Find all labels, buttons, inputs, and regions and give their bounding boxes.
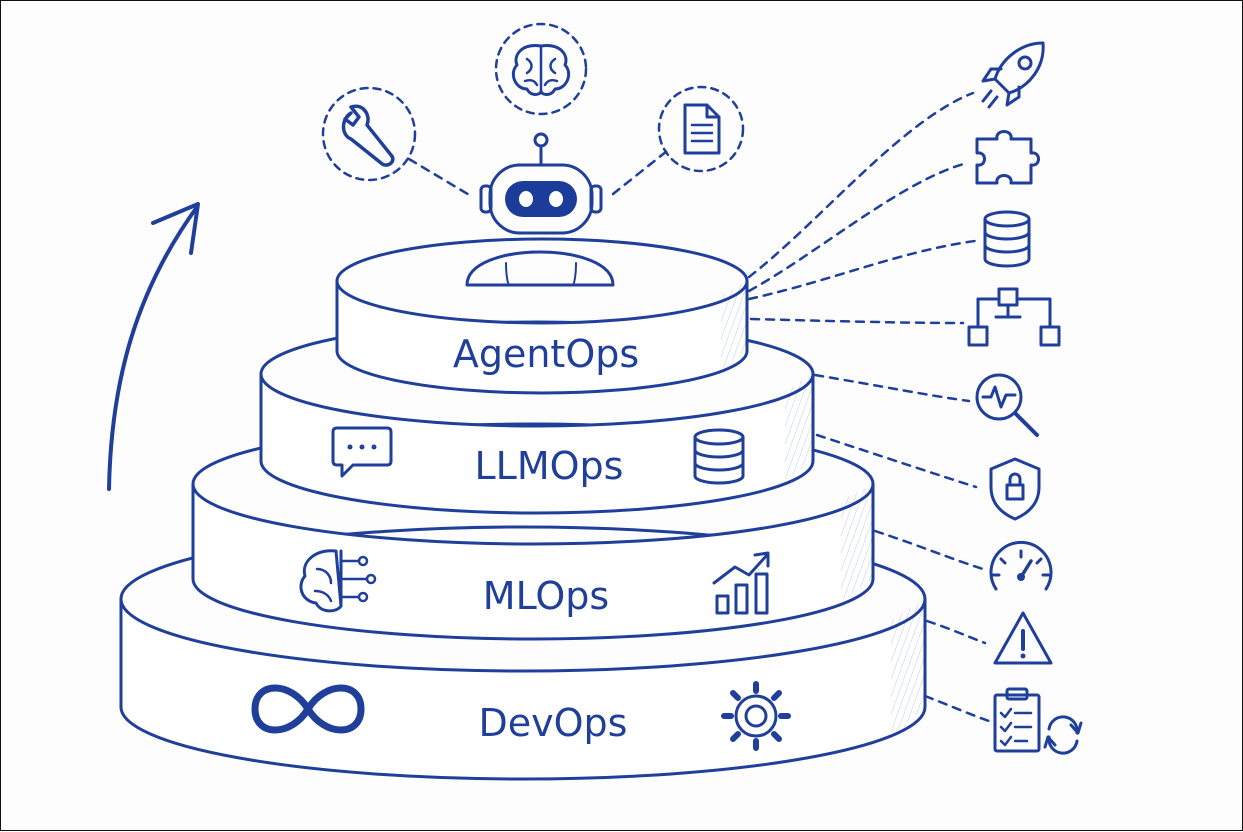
- database-icon: [983, 210, 1031, 268]
- document-icon: [657, 85, 745, 173]
- infinity-icon: [251, 684, 365, 734]
- robot-icon: [465, 132, 615, 287]
- security-shield-icon: [989, 457, 1041, 521]
- agentops-layer: AgentOps: [335, 237, 749, 395]
- mlops-layer: MLOps: [191, 422, 875, 641]
- gauge-icon: [989, 540, 1053, 591]
- growth-arrow-icon: [107, 202, 200, 491]
- growth-chart-icon: [712, 551, 770, 615]
- agent-connectors: [407, 149, 669, 198]
- llmops-layer: LLMOps: [259, 320, 815, 515]
- mlops-label: MLOps: [483, 574, 609, 618]
- hierarchy-icon: [967, 287, 1061, 347]
- chat-bubble-icon: [331, 426, 393, 478]
- wrench-icon: [321, 86, 417, 182]
- warning-icon: [993, 611, 1053, 665]
- brain-circuit-icon: [299, 549, 377, 613]
- llmops-label: LLMOps: [475, 444, 624, 488]
- database-icon: [693, 428, 745, 485]
- gear-icon: [721, 681, 791, 751]
- brain-icon: [494, 22, 588, 116]
- devops-label: DevOps: [479, 701, 628, 745]
- side-connectors: [747, 91, 991, 723]
- devops-layer: DevOps: [119, 525, 927, 781]
- agentops-label: AgentOps: [453, 332, 639, 376]
- checklist-sync-icon: [993, 687, 1083, 755]
- puzzle-icon: [975, 130, 1040, 185]
- monitoring-search-icon: [975, 373, 1039, 437]
- rocket-icon: [981, 41, 1045, 109]
